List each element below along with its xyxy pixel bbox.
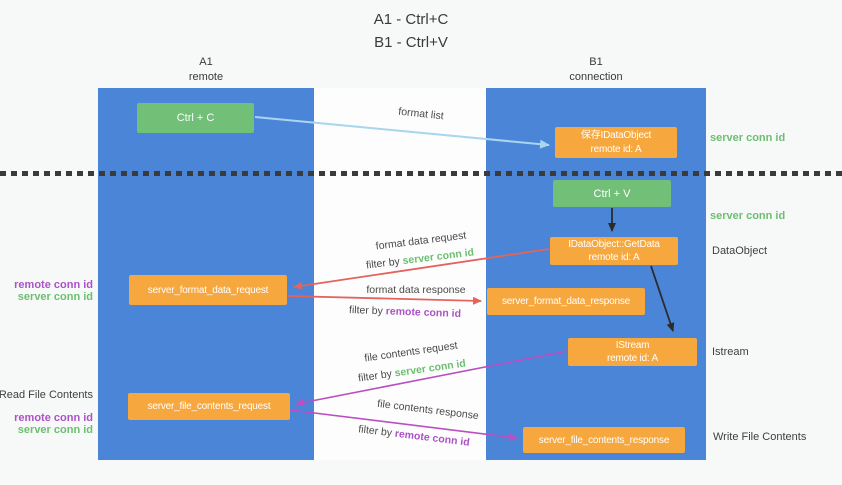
dataobject-label: DataObject <box>712 245 768 257</box>
title-line-1: A1 - Ctrl+C <box>373 11 449 28</box>
server-format-data-request-label: server_format_data_request <box>147 284 269 296</box>
left-server-conn-id-label-1: server conn id <box>17 291 93 303</box>
istream-side-label: Istream <box>712 346 749 358</box>
left-server-conn-id-label-2: server conn id <box>17 424 93 436</box>
save-idataobject-line2: remote id: A <box>590 143 642 155</box>
save-idataobject-line1: 保存IDataObject <box>580 130 652 142</box>
getdata-line1: IDataObject::GetData <box>568 238 660 250</box>
lane-a1-subtitle: remote <box>188 70 224 83</box>
ctrl-c-box: Ctrl + C <box>137 103 254 133</box>
phase-divider-dotted-line <box>0 171 842 176</box>
format-data-response-label: format data response <box>366 284 466 296</box>
getdata-line2: remote id: A <box>588 252 640 263</box>
remote-conn-id-text: remote conn id <box>385 305 462 320</box>
server-format-data-response-box: server_format_data_response <box>487 288 645 315</box>
server-file-contents-response-box: server_file_contents_response <box>523 427 685 453</box>
lane-header-a1: A1 remote <box>98 55 314 85</box>
right-server-conn-id-label-1: server conn id <box>710 132 786 144</box>
save-idataobject-box: 保存IDataObject remote id: A <box>555 127 677 158</box>
left-remote-conn-id-label-1: remote conn id <box>14 279 93 291</box>
server-format-data-response-label: server_format_data_response <box>501 296 630 307</box>
istream-line2: remote id: A <box>607 353 658 364</box>
istream-line1: IStream <box>615 339 650 351</box>
istream-box: IStream remote id: A <box>568 338 697 366</box>
filter-by-text: filter by <box>348 304 384 318</box>
idataobject-getdata-box: IDataObject::GetData remote id: A <box>550 237 678 265</box>
lane-header-b1: B1 connection <box>486 55 706 85</box>
left-remote-conn-id-label-2: remote conn id <box>14 412 93 424</box>
ctrl-v-box: Ctrl + V <box>553 180 671 207</box>
right-server-conn-id-label-2: server conn id <box>710 210 786 222</box>
server-format-data-request-box: server_format_data_request <box>129 275 287 305</box>
write-file-contents-label: Write File Contents <box>713 431 807 443</box>
lane-a1-name: A1 <box>199 56 213 68</box>
server-file-contents-request-box: server_file_contents_request <box>128 393 290 420</box>
ctrl-v-label: Ctrl + V <box>593 187 631 200</box>
server-file-contents-response-label: server_file_contents_response <box>538 434 670 446</box>
diagram-title: A1 - Ctrl+C B1 - Ctrl+V <box>0 8 822 55</box>
ctrl-c-label: Ctrl + C <box>176 112 215 124</box>
read-file-contents-label: Read File Contents <box>0 389 93 401</box>
lane-b1-subtitle: connection <box>569 70 623 83</box>
title-line-2: B1 - Ctrl+V <box>374 34 448 52</box>
server-file-contents-request-label: server_file_contents_request <box>147 401 271 412</box>
lane-b1-name: B1 <box>589 56 603 68</box>
